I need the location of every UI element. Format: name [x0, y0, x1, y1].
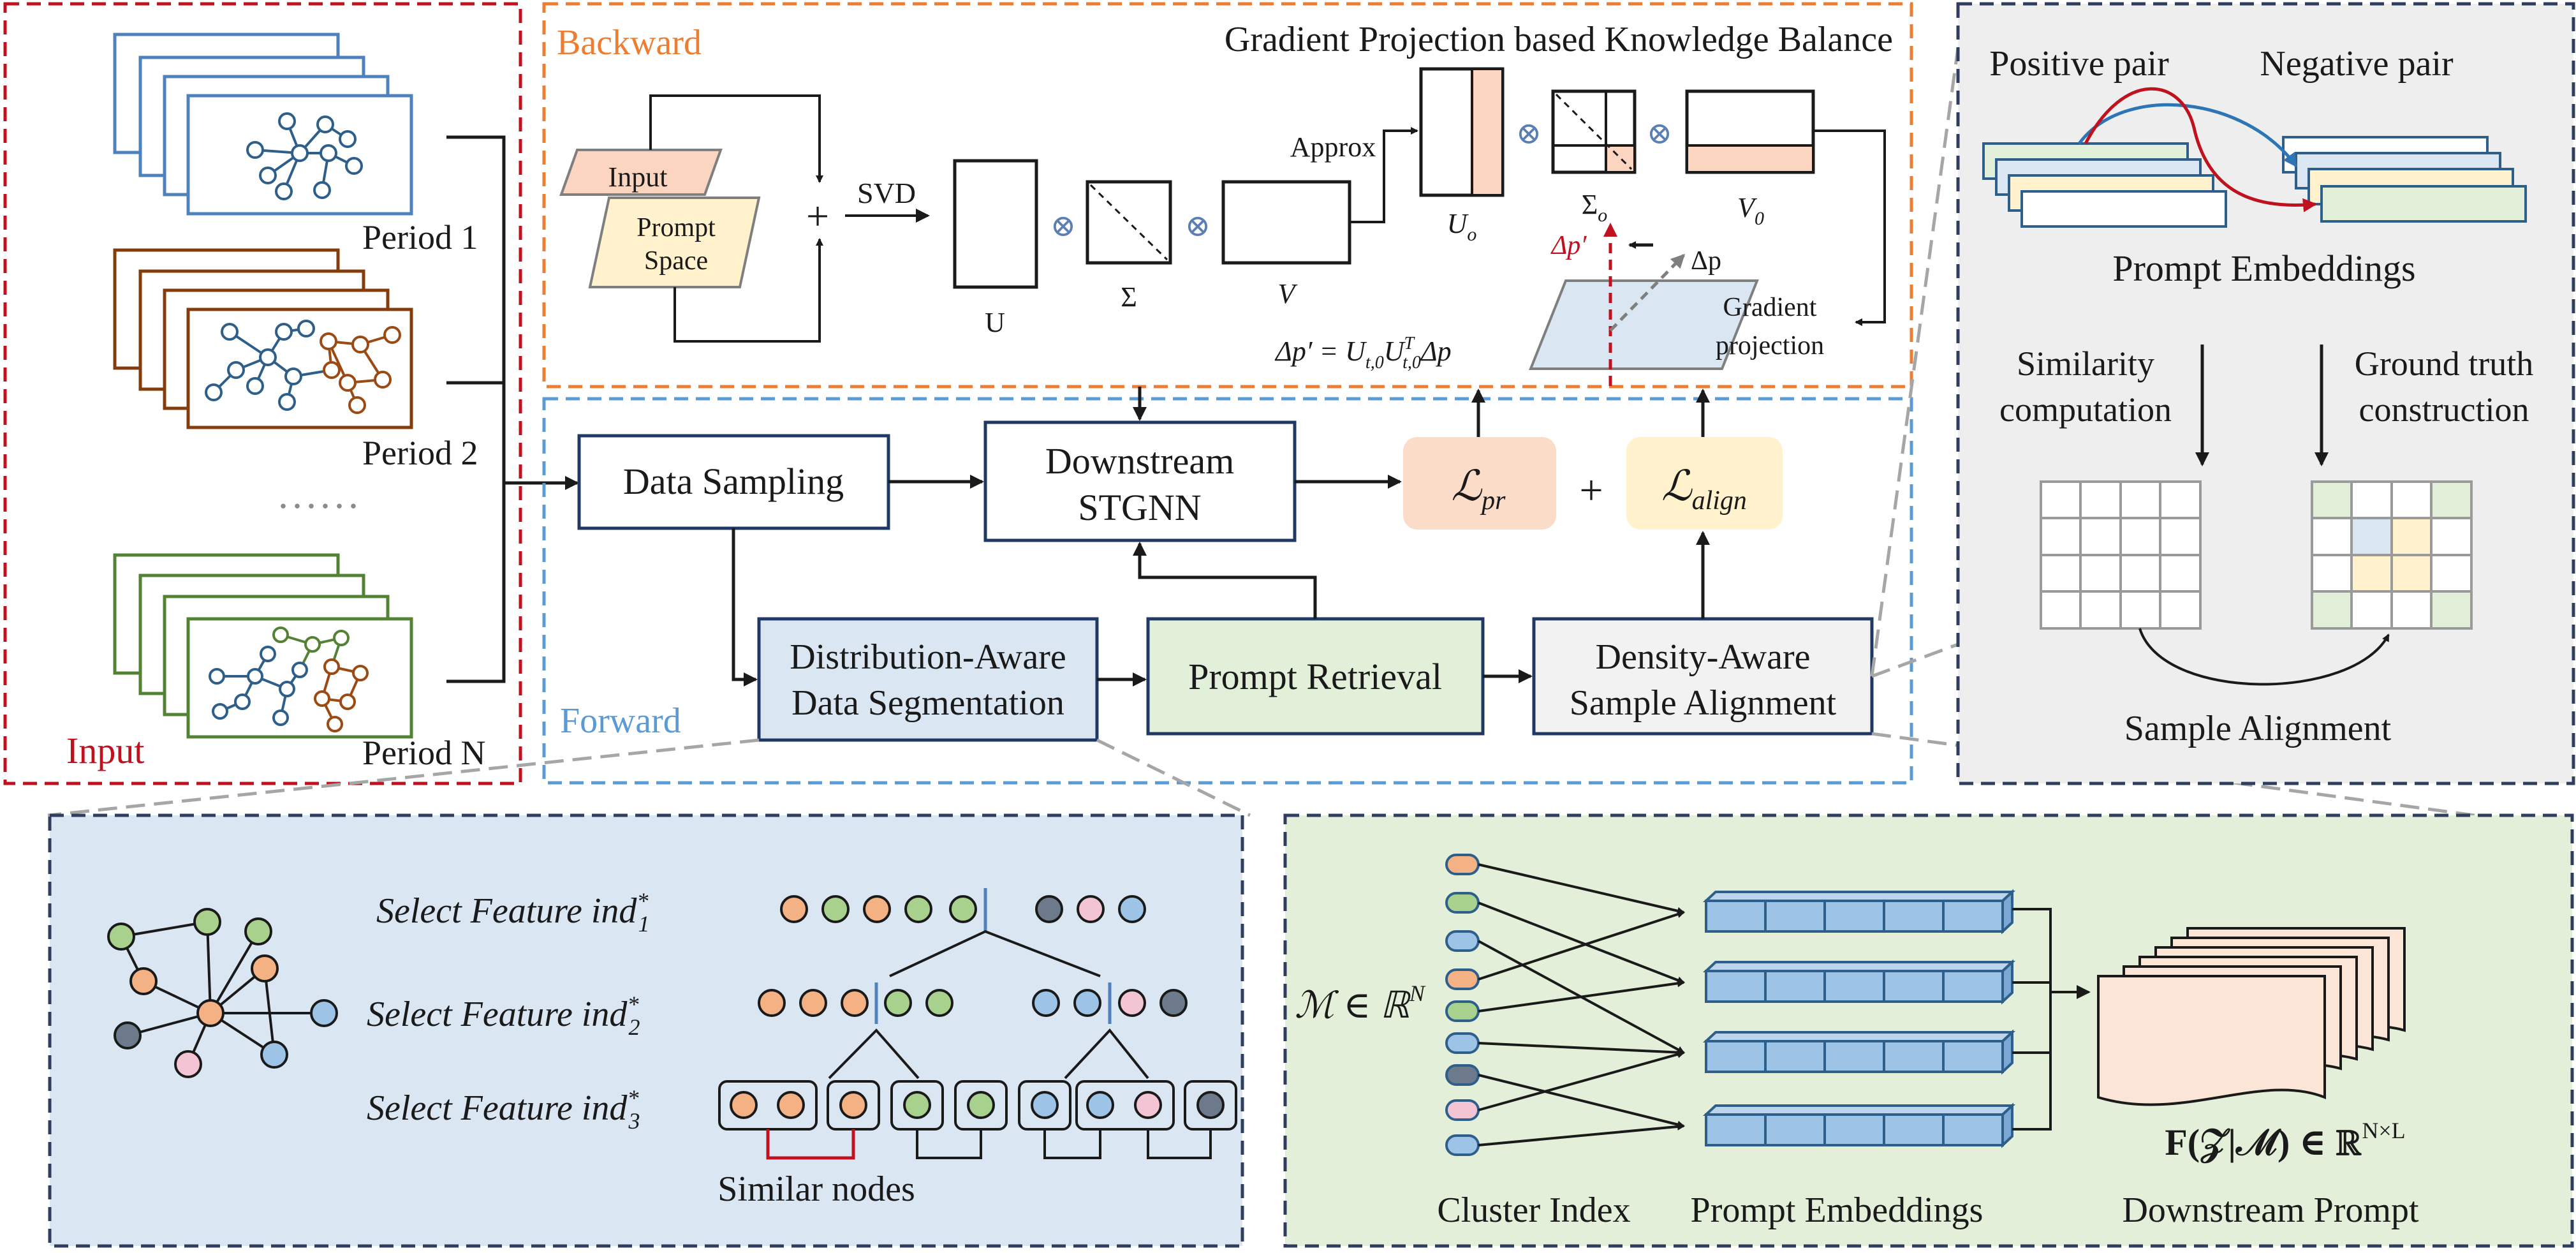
- period-n-stack: [113, 553, 413, 739]
- cluster-index-column: [1445, 854, 1480, 1156]
- input-parallelogram: [559, 149, 723, 196]
- dsa-line1: Density-Aware: [1596, 637, 1811, 677]
- prompt-space-parallelogram: [588, 196, 761, 288]
- similarity-matrix: [2040, 480, 2202, 630]
- downstream-line1: Downstream: [1045, 440, 1234, 482]
- loss-plus: +: [1579, 467, 1603, 514]
- loss-align-label: ℒalign: [1661, 463, 1747, 515]
- segmentation-graph: [107, 908, 338, 1078]
- delta-p-prime-label: Δp′: [1550, 231, 1587, 260]
- data-sampling-label: Data Sampling: [623, 461, 844, 502]
- f-formula: F(𝒵|ℳ) ∈ ℝN×L: [2165, 1118, 2405, 1163]
- matrix-u-o-label: Uo: [1447, 208, 1477, 245]
- graph-period-2: [205, 320, 401, 414]
- input-parallelogram-label: Input: [608, 161, 668, 193]
- prompt-space-line2: Space: [644, 246, 708, 276]
- das-box: [757, 617, 1099, 742]
- graph-period-n: [209, 626, 369, 732]
- ground-truth-line1: Ground truth: [2355, 345, 2533, 383]
- matrix-v-0-label: V0: [1737, 192, 1764, 229]
- ellipsis-dots: ......: [278, 471, 362, 517]
- matrix-u-label: U: [985, 307, 1005, 338]
- ground-truth-line2: construction: [2359, 390, 2529, 429]
- prompt-space-line1: Prompt: [637, 213, 716, 242]
- times-icon-2: ⊗: [1185, 209, 1211, 243]
- backward-label: Backward: [557, 23, 702, 63]
- positive-pair-label: Positive pair: [1989, 44, 2169, 84]
- input-panel: Input: [3, 2, 579, 785]
- cluster-index-label: Cluster Index: [1437, 1190, 1630, 1230]
- similar-nodes-label: Similar nodes: [718, 1169, 915, 1209]
- period-2-stack: [113, 248, 413, 429]
- ground-truth-matrix: [2311, 480, 2473, 630]
- sample-alignment-label: Sample Alignment: [2124, 709, 2392, 748]
- downstream-line2: STGNN: [1078, 487, 1201, 528]
- gradient-line1: Gradient: [1723, 293, 1817, 322]
- period-2-label: Period 2: [362, 434, 478, 472]
- times-icon-1: ⊗: [1050, 209, 1076, 243]
- select-feature-2: Select Feature ind*2: [367, 991, 640, 1040]
- segmentation-panel: Select Feature ind*1 Select Feature ind*…: [48, 813, 1244, 1248]
- prompt-embeddings-bottom-label: Prompt Embeddings: [1691, 1190, 1984, 1230]
- prompt-embedding-bars: [1702, 889, 2016, 1148]
- matrix-u: [953, 159, 1038, 289]
- matrix-sigma-o-label: Σo: [1582, 189, 1608, 226]
- data-sampling-box: [577, 434, 890, 530]
- segmentation-row-1: [780, 895, 1146, 923]
- matrix-sigma-label: Σ: [1121, 281, 1137, 313]
- downstream-prompt-stack: [2097, 927, 2406, 1106]
- das-line2: Data Segmentation: [791, 683, 1064, 723]
- dsa-box: [1532, 617, 1874, 736]
- dsa-line2: Sample Alignment: [1570, 683, 1837, 723]
- prompt-embeddings-label: Prompt Embeddings: [2112, 248, 2415, 289]
- matrix-v-label: V: [1278, 278, 1299, 309]
- delta-p-label: Δp: [1691, 246, 1721, 276]
- loss-pr-box: [1403, 437, 1556, 530]
- m-symbol: ℳ ∈ ℝN: [1295, 981, 1426, 1026]
- times-icon-3: ⊗: [1516, 117, 1542, 151]
- period-1-stack: [113, 33, 413, 216]
- backward-title: Gradient Projection based Knowledge Bala…: [1225, 20, 1893, 59]
- select-feature-1: Select Feature ind*1: [376, 888, 649, 937]
- forward-label: Forward: [560, 701, 681, 741]
- segmentation-row-3: [718, 1080, 1237, 1160]
- approx-label: Approx: [1290, 131, 1376, 163]
- graph-period-1: [246, 112, 363, 200]
- backward-panel: Backward Gradient Projection based Knowl…: [542, 2, 1913, 389]
- period-1-label: Period 1: [362, 218, 478, 256]
- negative-pair-label: Negative pair: [2260, 44, 2454, 84]
- times-icon-4: ⊗: [1647, 117, 1672, 151]
- backward-plus: +: [806, 193, 829, 239]
- prompt-retrieval-panel: ℳ ∈ ℝN: [1283, 813, 2574, 1248]
- similarity-line2: computation: [1999, 390, 2172, 429]
- input-label: Input: [66, 730, 144, 771]
- similarity-line1: Similarity: [2017, 345, 2154, 383]
- gradient-plane: [1529, 279, 1759, 370]
- segmentation-row-2: [758, 989, 1188, 1017]
- forward-panel: Forward Data Sampling Downstream STGNN ℒ…: [542, 387, 1913, 785]
- loss-pr-label: ℒpr: [1452, 463, 1506, 515]
- downstream-prompt-label: Downstream Prompt: [2122, 1190, 2419, 1230]
- period-n-label: Period N: [362, 734, 485, 772]
- matrix-v: [1221, 180, 1351, 265]
- das-line1: Distribution-Aware: [790, 637, 1066, 677]
- svd-label: SVD: [857, 177, 916, 209]
- gradient-line2: projection: [1716, 331, 1824, 360]
- prompt-retrieval-label: Prompt Retrieval: [1188, 656, 1442, 697]
- sample-alignment-panel: Positive pair Negative pair Prompt Embed…: [1956, 2, 2575, 785]
- loss-align-box: [1626, 437, 1783, 530]
- select-feature-3: Select Feature ind*3: [367, 1085, 640, 1134]
